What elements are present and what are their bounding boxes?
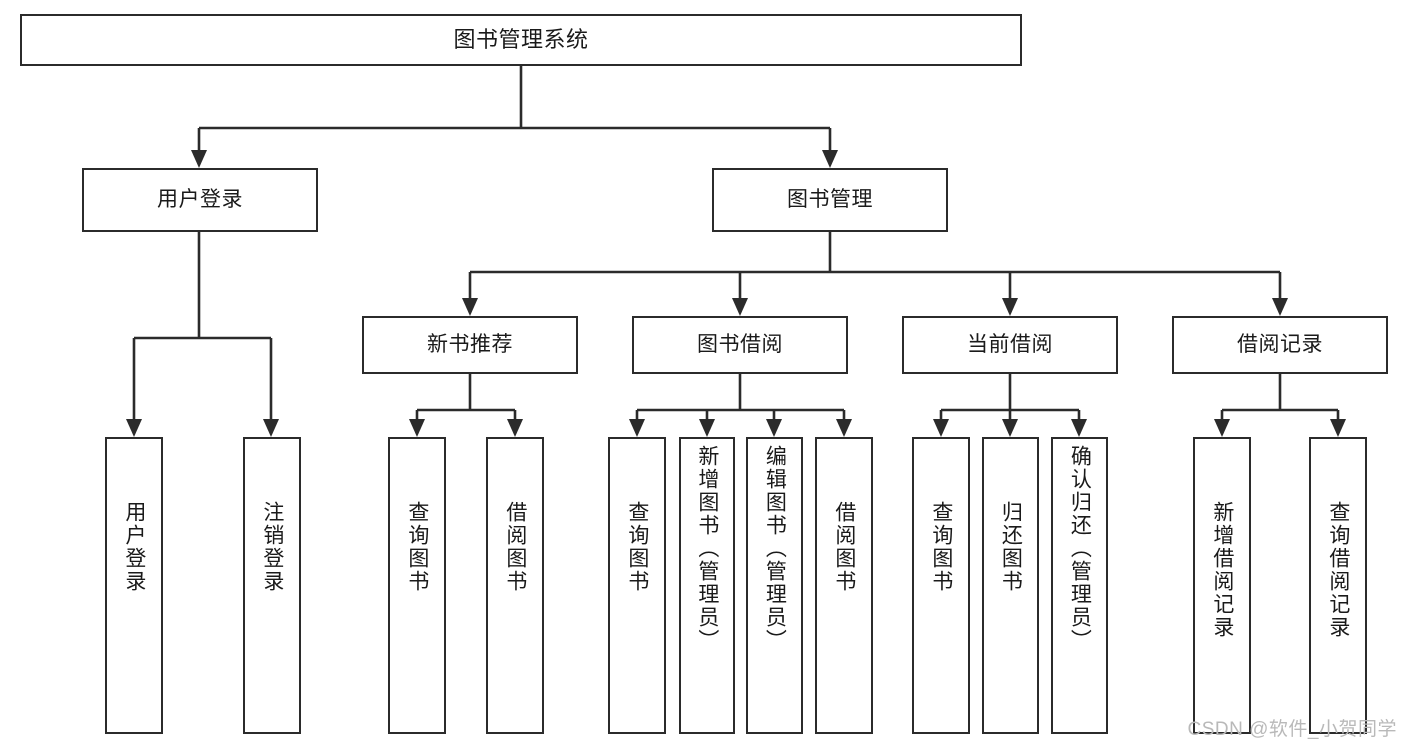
arrowhead-new-book [462, 298, 478, 316]
leaf-book-borrow-borrow[interactable]: 借阅图书 [815, 437, 873, 734]
node-current-borrow[interactable]: 当前借阅 [902, 316, 1118, 374]
leaf-book-borrow-query[interactable]: 查询图书 [608, 437, 666, 734]
arrowhead-current-borrow-leaf-2 [1002, 419, 1018, 437]
leaf-user-login-signout[interactable]: 注销登录 [243, 437, 301, 734]
node-label: 用户登录 [122, 501, 146, 593]
node-label: 当前借阅 [967, 332, 1053, 356]
csdn-watermark: CSDN @软件_小贺同学 [1187, 719, 1397, 740]
leaf-current-borrow-return[interactable]: 归还图书 [982, 437, 1039, 734]
arrowhead-new-book-leaf-2 [507, 419, 523, 437]
arrowhead-user-login-leaf-2 [263, 419, 279, 437]
node-label: 借阅图书 [832, 501, 856, 593]
node-label: 编辑图书（管理员） [763, 445, 787, 652]
node-label: 查询图书 [929, 501, 953, 593]
arrowhead-borrow-record-leaf-2 [1330, 419, 1346, 437]
node-label: 借阅图书 [503, 501, 527, 593]
arrowhead-book-borrow-leaf-2 [699, 419, 715, 437]
arrowhead-book-borrow-leaf-1 [629, 419, 645, 437]
leaf-user-login-signin[interactable]: 用户登录 [105, 437, 163, 734]
node-label: 查询图书 [625, 501, 649, 593]
node-new-book-recommend[interactable]: 新书推荐 [362, 316, 578, 374]
arrowhead-current-borrow [1002, 298, 1018, 316]
arrowhead-book-borrow-leaf-3 [766, 419, 782, 437]
leaf-new-book-borrow[interactable]: 借阅图书 [486, 437, 544, 734]
arrowhead-borrow-record [1272, 298, 1288, 316]
node-borrow-record[interactable]: 借阅记录 [1172, 316, 1388, 374]
node-label: 借阅记录 [1237, 332, 1323, 356]
arrowhead-new-book-leaf-1 [409, 419, 425, 437]
node-user-login[interactable]: 用户登录 [82, 168, 318, 232]
arrowhead-borrow-record-leaf-1 [1214, 419, 1230, 437]
node-label: 新书推荐 [427, 332, 513, 356]
leaf-borrow-record-query[interactable]: 查询借阅记录 [1309, 437, 1367, 734]
node-label: 图书管理系统 [453, 27, 589, 53]
node-root-system[interactable]: 图书管理系统 [20, 14, 1022, 66]
node-label: 新增借阅记录 [1210, 501, 1234, 639]
arrowhead-current-borrow-leaf-3 [1071, 419, 1087, 437]
leaf-book-borrow-edit[interactable]: 编辑图书（管理员） [746, 437, 803, 734]
leaf-current-borrow-confirm[interactable]: 确认归还（管理员） [1051, 437, 1108, 734]
node-label: 查询借阅记录 [1326, 501, 1350, 639]
arrowhead-user-login-leaf-1 [126, 419, 142, 437]
leaf-borrow-record-add[interactable]: 新增借阅记录 [1193, 437, 1251, 734]
leaf-new-book-query[interactable]: 查询图书 [388, 437, 446, 734]
node-label: 注销登录 [260, 501, 284, 593]
arrowhead-user-login [191, 150, 207, 168]
leaf-current-borrow-query[interactable]: 查询图书 [912, 437, 970, 734]
node-book-borrow[interactable]: 图书借阅 [632, 316, 848, 374]
leaf-book-borrow-add[interactable]: 新增图书（管理员） [679, 437, 735, 734]
node-label: 确认归还（管理员） [1068, 445, 1092, 652]
arrowhead-book-borrow [732, 298, 748, 316]
node-book-manage[interactable]: 图书管理 [712, 168, 948, 232]
arrowhead-book-borrow-leaf-4 [836, 419, 852, 437]
node-label: 用户登录 [157, 187, 243, 211]
arrowhead-book-manage [822, 150, 838, 168]
arrowhead-current-borrow-leaf-1 [933, 419, 949, 437]
node-label: 图书借阅 [697, 332, 783, 356]
node-label: 查询图书 [405, 501, 429, 593]
node-label: 归还图书 [999, 501, 1023, 593]
node-label: 图书管理 [787, 187, 873, 211]
node-label: 新增图书（管理员） [695, 445, 719, 652]
